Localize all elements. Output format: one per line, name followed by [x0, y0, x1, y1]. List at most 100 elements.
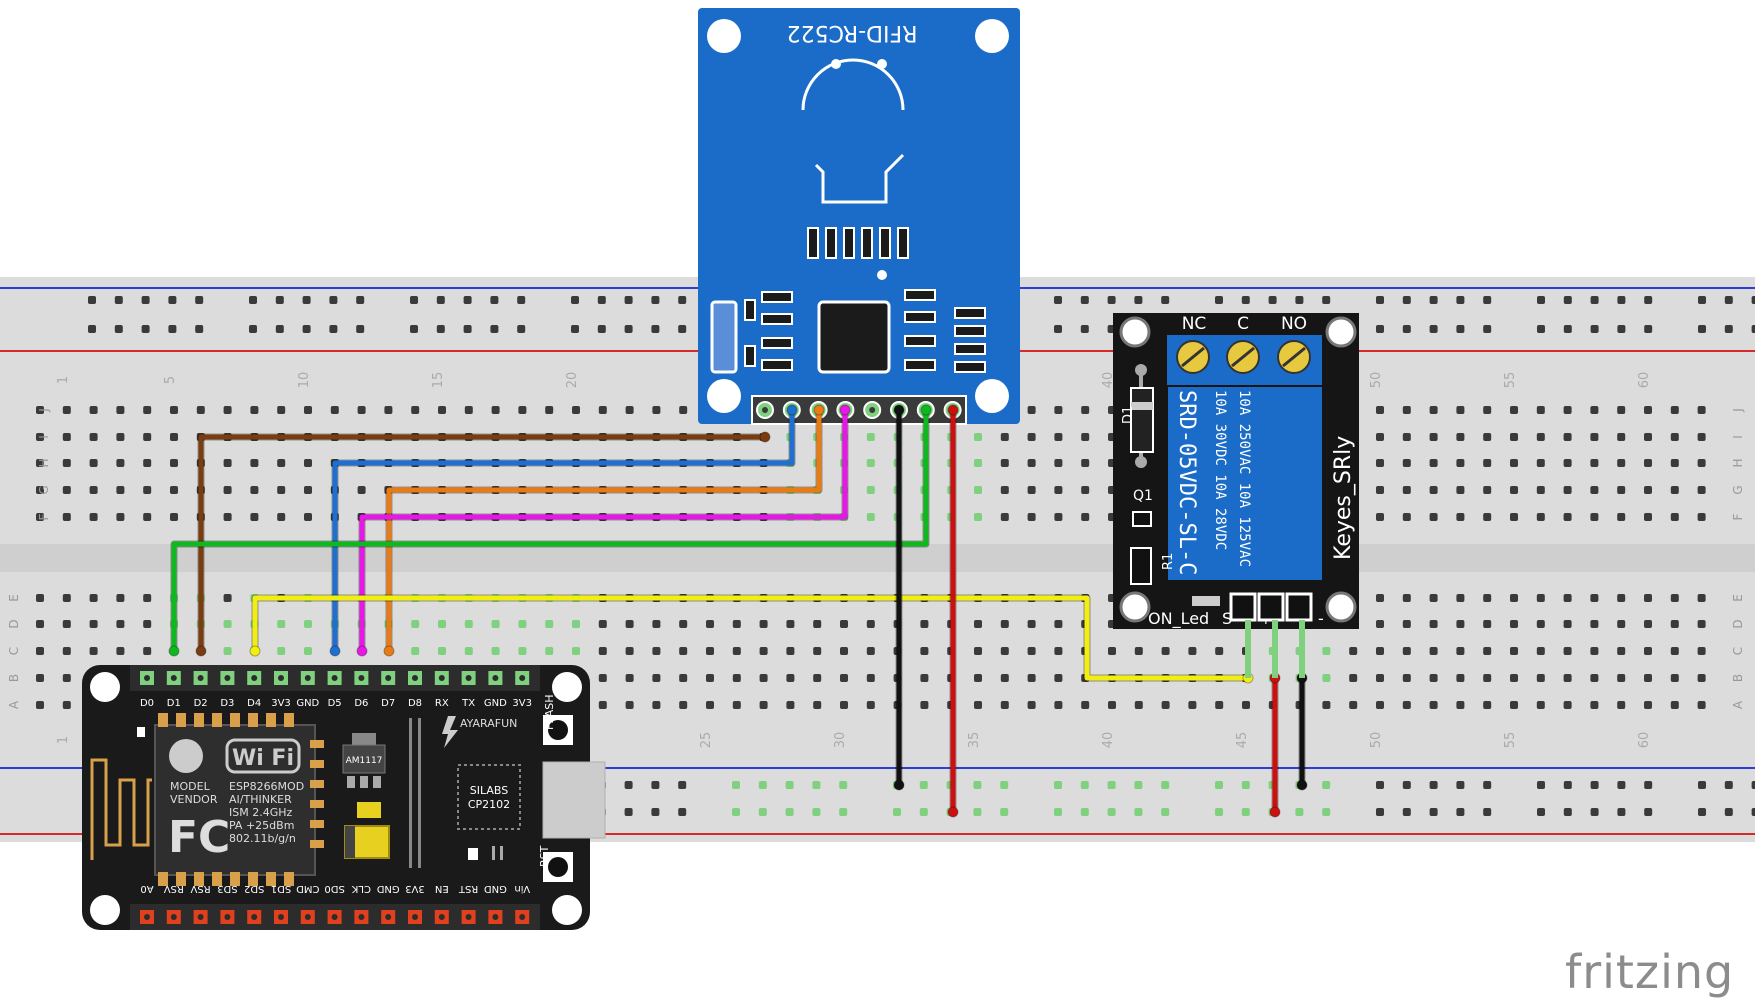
rail-hole: [1563, 808, 1572, 816]
breadboard-hole: [840, 620, 848, 628]
nodemcu-top-pin-label: D3: [220, 698, 234, 709]
row-letter: E: [7, 594, 21, 602]
breadboard-hole: [1054, 620, 1063, 628]
rail-hole: [436, 296, 445, 304]
rc522-chip: [817, 300, 891, 374]
nodemcu-top-pin-label: D8: [408, 698, 422, 709]
breadboard-hole: [116, 406, 125, 414]
breadboard-hole: [1483, 513, 1492, 521]
rail-hole: [839, 781, 848, 789]
breadboard-hole: [170, 486, 178, 494]
breadboard-hole: [1456, 674, 1465, 682]
breadboard-hole: [491, 406, 500, 414]
rail-hole: [1698, 296, 1706, 304]
breadboard-hole: [866, 459, 875, 467]
rail-hole: [275, 325, 284, 333]
rail-hole: [678, 781, 687, 789]
column-number: 1: [56, 376, 71, 384]
breadboard-hole: [1054, 406, 1063, 414]
breadboard-hole: [786, 647, 795, 655]
mount-hole: [975, 379, 1009, 413]
module-info-5: 802.11b/g/n: [229, 832, 296, 845]
rail-hole: [249, 325, 257, 333]
breadboard-hole: [1376, 594, 1384, 602]
rail-hole: [1590, 781, 1599, 789]
breadboard-hole: [1590, 620, 1599, 628]
rail-hole: [1161, 808, 1170, 816]
breadboard-hole: [223, 459, 232, 467]
antenna-trace: [801, 58, 905, 111]
breadboard-hole: [1590, 594, 1599, 602]
q1-label: Q1: [1133, 488, 1153, 504]
row-letter: C: [7, 647, 21, 655]
row-letter: A: [7, 700, 21, 709]
breadboard-hole: [974, 701, 982, 709]
breadboard-hole: [1402, 620, 1411, 628]
rail-hole: [1107, 781, 1116, 789]
breadboard-hole: [572, 406, 580, 414]
module-info-1: ESP8266MOD: [229, 780, 304, 793]
breadboard-hole: [652, 647, 661, 655]
breadboard-hole: [1536, 486, 1545, 494]
breadboard-hole: [1670, 406, 1679, 414]
mount-hole: [90, 895, 120, 925]
usb-port: [542, 761, 606, 839]
breadboard-hole: [1483, 701, 1492, 709]
breadboard-hole: [1483, 486, 1492, 494]
breadboard-hole: [518, 406, 527, 414]
rail-hole: [1698, 325, 1706, 333]
rail-hole: [1617, 325, 1626, 333]
breadboard-hole: [1429, 433, 1438, 441]
breadboard-hole: [1000, 647, 1009, 655]
breadboard-hole: [1081, 701, 1090, 709]
breadboard-hole: [706, 674, 714, 682]
breadboard-hole: [1429, 647, 1438, 655]
rail-hole: [919, 781, 928, 789]
rail-hole: [302, 296, 311, 304]
breadboard-hole: [759, 620, 768, 628]
rail-hole: [758, 808, 767, 816]
rail-hole: [651, 781, 660, 789]
mount-hole: [552, 895, 582, 925]
breadboard-hole: [384, 406, 393, 414]
breadboard-hole: [1402, 486, 1411, 494]
breadboard-hole: [89, 486, 98, 494]
rail-hole: [678, 808, 687, 816]
breadboard-hole: [1617, 433, 1626, 441]
rail-hole: [1322, 296, 1331, 304]
row-letter: G: [1731, 485, 1745, 494]
breadboard-hole: [1510, 594, 1518, 602]
breadboard-hole: [491, 647, 500, 655]
rail-hole: [1080, 296, 1089, 304]
column-number: 40: [1101, 732, 1116, 749]
breadboard-hole: [1697, 647, 1706, 655]
rail-hole: [1698, 781, 1706, 789]
rail-hole: [436, 325, 445, 333]
breadboard-hole: [1563, 620, 1572, 628]
breadboard-hole: [1617, 594, 1626, 602]
rail-hole: [168, 325, 177, 333]
nodemcu-bottom-pin-label: CMD: [296, 883, 320, 894]
breadboard-hole: [464, 620, 473, 628]
column-number: 10: [297, 372, 312, 389]
relay-rating-1: 10A 250VAC 10A 125VAC: [1236, 390, 1252, 567]
breadboard-hole: [143, 647, 152, 655]
row-letter: B: [7, 674, 21, 682]
rail-hole: [168, 296, 177, 304]
breadboard-hole: [1000, 701, 1009, 709]
breadboard-hole: [1376, 433, 1384, 441]
breadboard-hole: [652, 701, 661, 709]
breadboard-hole: [732, 674, 741, 682]
breadboard-hole: [1563, 406, 1572, 414]
breadboard-hole: [1670, 647, 1679, 655]
rail-hole: [1429, 325, 1438, 333]
nodemcu-top-pin-label: 3V3: [271, 698, 291, 709]
breadboard-hole: [1054, 486, 1063, 494]
breadboard-hole: [1081, 406, 1090, 414]
breadboard-hole: [813, 647, 822, 655]
rail-hole: [141, 325, 150, 333]
column-number: 40: [1101, 372, 1116, 389]
breadboard-hole: [598, 647, 607, 655]
breadboard-hole: [706, 620, 714, 628]
breadboard-hole: [1563, 486, 1572, 494]
